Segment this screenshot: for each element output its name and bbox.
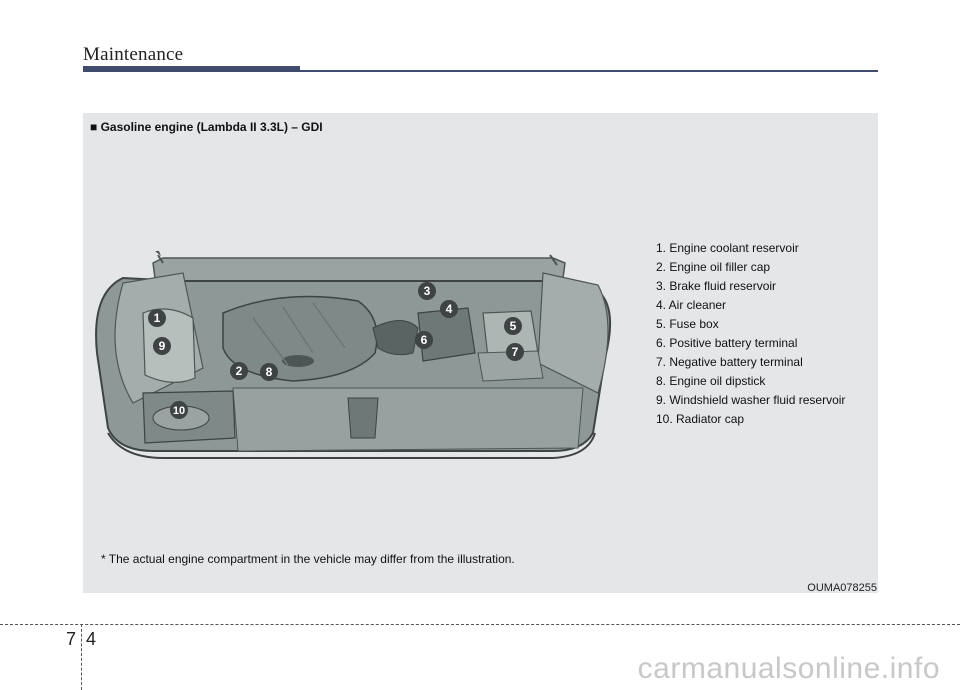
watermark-text: carmanualsonline.info [637,652,940,685]
callout-9: 9 [159,339,166,353]
parts-list-item: 4. Air cleaner [656,298,727,312]
section-heading: ■ Gasoline engine (Lambda II 3.3L) – GDI [90,120,323,134]
parts-list-item: 3. Brake fluid reservoir [656,279,777,293]
parts-list: 1. Engine coolant reservoir 2. Engine oi… [656,239,845,429]
parts-list-item: 6. Positive battery terminal [656,336,798,350]
callout-8: 8 [266,365,273,379]
parts-list-item: 10. Radiator cap [656,412,745,426]
figure-code: OUMA078255 [807,582,877,594]
footer-divider [0,624,960,625]
page-number: 4 [86,629,97,649]
parts-list-item: 5. Fuse box [656,317,719,331]
callout-7: 7 [512,345,519,359]
footer-vertical-divider [81,624,82,690]
page-chapter-number: 7 [66,629,77,649]
parts-list-item: 1. Engine coolant reservoir [656,241,799,255]
header-rule-thick [83,66,300,72]
header-rule-thin [300,70,878,72]
callout-2: 2 [236,364,243,378]
callout-10: 10 [173,405,185,417]
callout-1: 1 [154,311,161,325]
illustration-footnote: * The actual engine compartment in the v… [101,552,515,566]
parts-list-item: 9. Windshield washer fluid reservoir [656,393,846,407]
callout-5: 5 [510,319,517,333]
page-header-title: Maintenance [83,44,184,65]
callout-4: 4 [446,302,453,316]
parts-list-item: 2. Engine oil filler cap [656,260,771,274]
engine-compartment-illustration: 1 2 3 4 5 6 7 8 9 10 [95,251,612,459]
callout-6: 6 [421,333,428,347]
callout-3: 3 [424,284,431,298]
parts-list-item: 8. Engine oil dipstick [656,374,766,388]
parts-list-item: 7. Negative battery terminal [656,355,803,369]
